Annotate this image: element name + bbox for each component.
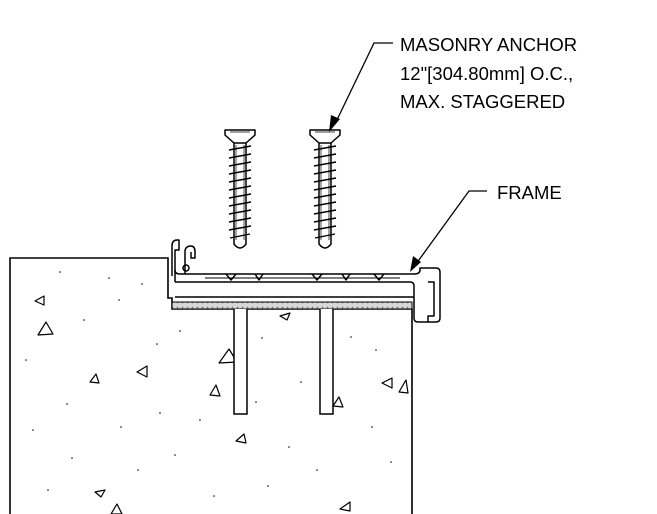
concrete-aggregate	[34, 295, 409, 514]
frame-leader-line	[415, 190, 487, 265]
frame-profile	[171, 239, 441, 323]
masonry-anchor-screw-right	[309, 129, 341, 249]
anchor-label-line2: 12"[304.80mm] O.C.,	[400, 63, 573, 84]
sealant-bed	[171, 301, 413, 310]
anchor-label-line3: MAX. STAGGERED	[400, 91, 565, 112]
anchor-hole-left	[233, 309, 248, 415]
frame-leader-arrow	[410, 256, 421, 272]
masonry-anchor-screw-left	[224, 129, 256, 249]
frame-label: FRAME	[497, 182, 562, 203]
anchor-leader-arrow	[329, 115, 340, 132]
concrete-speckles	[25, 271, 392, 497]
anchor-leader-line	[334, 42, 393, 125]
anchor-label-line1: MASONRY ANCHOR	[400, 34, 577, 55]
anchor-hole-right	[319, 309, 334, 415]
